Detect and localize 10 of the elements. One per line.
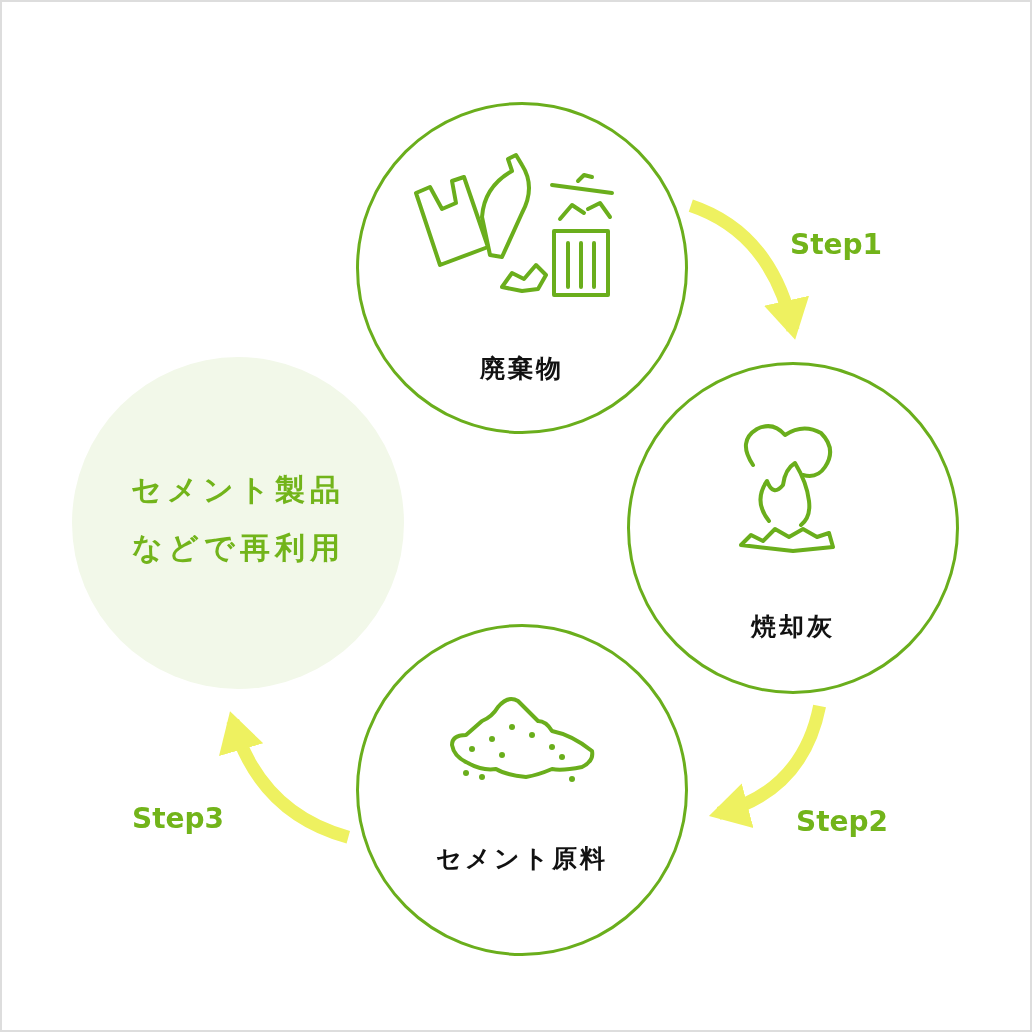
step-label: Step1 xyxy=(790,228,883,261)
result-text: セメント製品などで再利用 xyxy=(130,471,346,567)
step-label: Step3 xyxy=(132,802,225,835)
step-name: セメント原料 xyxy=(435,843,609,875)
step-name: 廃棄物 xyxy=(479,353,565,385)
arrow xyxy=(709,704,826,827)
arrow xyxy=(688,199,808,340)
step-label: Step2 xyxy=(796,805,889,838)
arrow xyxy=(220,711,351,844)
step-name: 焼却灰 xyxy=(749,611,836,643)
